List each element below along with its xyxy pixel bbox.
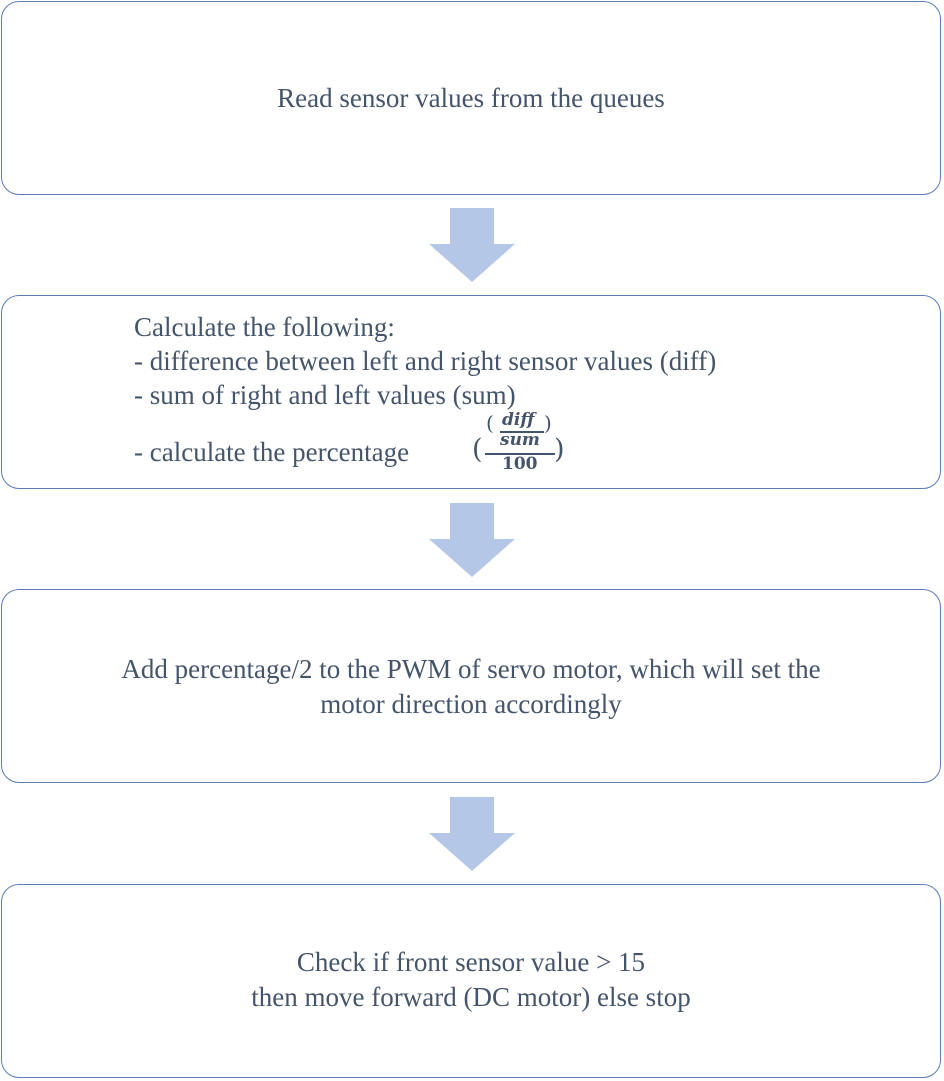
step-box-read: Read sensor values from the queues [1,1,941,195]
step-line: then move forward (DC motor) else stop [251,982,691,1012]
percentage-formula: ( ( diff sum ) 100 ) [472,410,565,474]
step-text-read: Read sensor values from the queues [2,81,940,116]
step-box-check: Check if front sensor value > 15 then mo… [1,884,941,1078]
step-line: Check if front sensor value > 15 [296,947,646,977]
calc-text: Calculate the following: - difference be… [134,310,717,474]
down-arrow-icon [429,797,515,871]
step-line: motor direction accordingly [320,689,622,719]
step-text-pwm: Add percentage/2 to the PWM of servo mot… [2,652,940,722]
step-line: Read sensor values from the queues [277,83,665,113]
formula-denominator: 100 [502,454,538,474]
step-line: Add percentage/2 to the PWM of servo mot… [121,654,821,684]
calc-item-sum: - sum of right and left values (sum) [134,380,516,410]
step-text-check: Check if front sensor value > 15 then mo… [2,945,940,1015]
down-arrow-icon [429,503,515,577]
step-box-calculate: Calculate the following: - difference be… [1,295,941,489]
calc-item-percentage: - calculate the percentage ( ( diff sum … [134,410,716,474]
formula-denominator-inner: sum [500,430,540,450]
down-arrow-icon [429,208,515,282]
calc-heading: Calculate the following: [134,312,395,342]
step-box-pwm: Add percentage/2 to the PWM of servo mot… [1,589,941,783]
percentage-label: - calculate the percentage [134,437,410,467]
calc-item-diff: - difference between left and right sens… [134,346,717,376]
formula-numerator: diff [502,410,535,430]
